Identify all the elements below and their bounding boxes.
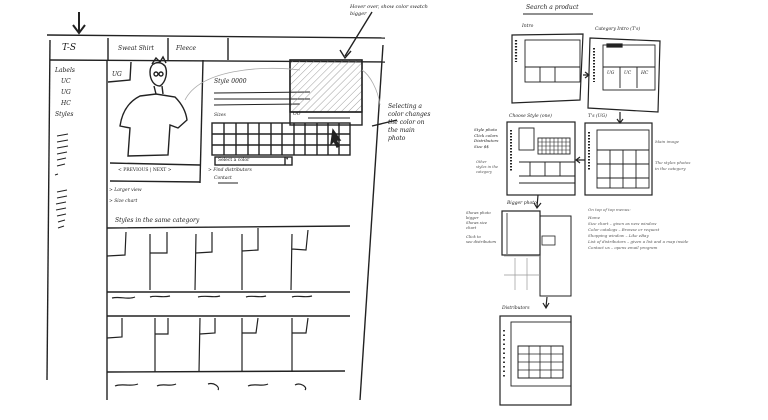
top-menu-notes: On top of top menus: Home Size chart – g…: [588, 207, 688, 251]
pager-buttons[interactable]: < PREVIOUS | NEXT >: [118, 168, 172, 173]
note: chart: [466, 225, 477, 231]
screen-label-ts-ug: T's (UG): [588, 114, 607, 119]
sidebar-heading-styles: Styles: [55, 111, 74, 118]
sizes-label: Sizes: [214, 113, 226, 118]
category-label-uc: UC: [624, 71, 632, 76]
choose-style-notes: Style photo Click colors Distributors Si…: [474, 127, 498, 149]
larger-view-link[interactable]: > Larger view: [109, 188, 142, 193]
category-label-hc: HC: [641, 71, 649, 76]
choose-style-other-notes: Other styles in the category: [476, 160, 498, 175]
tab-fleece[interactable]: Fleece: [176, 45, 197, 52]
hover-annotation: Hover over, show color swatch bigger: [350, 4, 428, 17]
model-figure-drawing: [119, 55, 188, 157]
bigger-photo-notes: Shows photo bigger Shows size chart Clic…: [466, 210, 496, 244]
note: Click to: [466, 233, 481, 239]
note: bigger: [466, 215, 479, 221]
swatch-circles[interactable]: OO: [293, 112, 301, 117]
note: Other: [476, 160, 487, 164]
note: category: [476, 170, 492, 175]
note: Shows photo: [466, 210, 491, 215]
screen-label-bigger-photo: Bigger photo: [507, 201, 537, 206]
note: Distributors: [474, 138, 499, 144]
top-menu-item: List of distributors – given a list and …: [588, 239, 689, 244]
screen-label-distributors: Distributors: [502, 306, 530, 311]
tab-ts[interactable]: T-S: [62, 43, 77, 53]
note: styles in the: [476, 165, 499, 170]
style-title: Style 0000: [214, 78, 247, 85]
sidebar-heading-labels: Labels: [55, 67, 75, 74]
note: Click colors: [474, 132, 498, 138]
size-chart-link[interactable]: > Size chart: [109, 199, 138, 204]
note: in the category: [655, 165, 686, 171]
note: Shows size: [466, 220, 488, 226]
screen-label-category-intro: Category Intro (T's): [595, 27, 641, 32]
select-color-annotation: Selecting a color changes the color on t…: [388, 103, 431, 143]
sidebar: Labels UC UG HC Styles: [55, 68, 75, 118]
ts-styles-note: The styles photos in the category: [655, 160, 690, 171]
sidebar-item-hc[interactable]: HC: [61, 100, 71, 107]
category-label-ug: UG: [607, 71, 615, 76]
sidebar-item-ug[interactable]: UG: [61, 89, 71, 96]
note: Style photo: [474, 127, 498, 132]
note: Size $$: [474, 143, 489, 149]
find-distributors-link[interactable]: > Find distributors: [208, 168, 252, 173]
screen-label-choose-style: Choose Style (one): [509, 114, 552, 119]
cursor-icon: [330, 128, 342, 148]
flow-title: Search a product: [526, 4, 579, 11]
down-arrow-icon: [72, 12, 86, 35]
dropdown-chevron-icon[interactable]: ▾: [286, 157, 289, 162]
screen-label-intro: Intro: [522, 24, 534, 29]
top-menu-heading: On top of top menus:: [588, 207, 631, 212]
color-select[interactable]: Select a color: [218, 158, 250, 163]
top-menu-item: Shopping window – Like eBay: [588, 233, 649, 238]
top-menu-item: Home: [588, 215, 601, 220]
size-color-grid: [211, 122, 351, 156]
note: The styles photos: [655, 160, 691, 165]
label-badge: UG: [112, 71, 122, 78]
tab-sweat-shirt[interactable]: Sweat Shirt: [118, 45, 154, 52]
same-category-heading: Styles in the same category: [115, 217, 200, 224]
ts-main-image-note: Main image: [655, 139, 679, 144]
note: see distributors: [466, 238, 497, 244]
top-menu-item: Size chart – given as new window: [588, 221, 657, 226]
top-menu-item: Contact us – opens email program: [588, 245, 658, 250]
sidebar-item-uc[interactable]: UC: [61, 78, 71, 85]
top-menu-item: Color catalogs – Browse or request: [588, 227, 660, 232]
contact-link[interactable]: Contact: [214, 176, 232, 181]
